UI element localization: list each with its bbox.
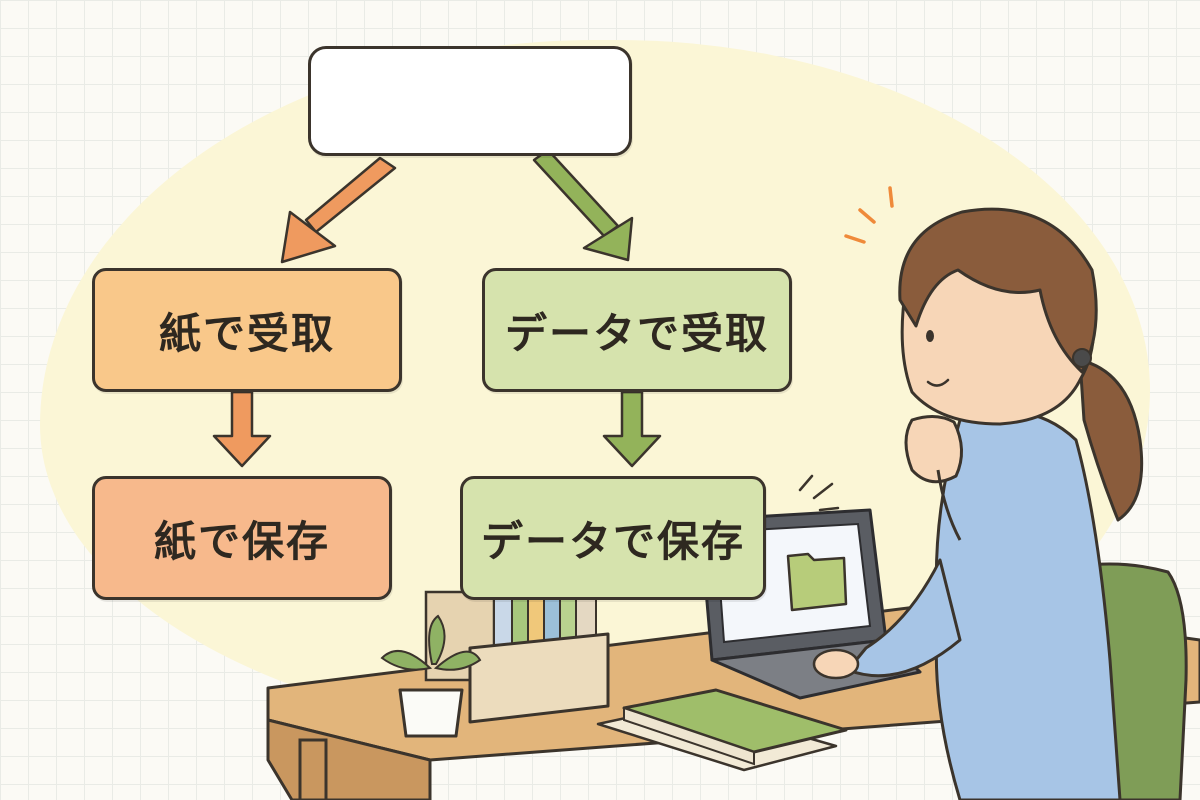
paper-receive-label: 紙で受取: [158, 308, 335, 358]
data-receive-node: データで受取: [482, 268, 792, 392]
paper-receive-node: 紙で受取: [92, 268, 402, 392]
folder-icon: [786, 552, 848, 612]
data-store-label: データで保存: [480, 516, 745, 566]
arrow-to-data-receive: [532, 148, 634, 262]
paper-store-label: 紙で保存: [153, 516, 330, 566]
top-node-box: [308, 46, 632, 156]
books-icon: [596, 688, 848, 772]
potted-plant-icon: [380, 614, 482, 738]
data-store-node: データで保存: [460, 476, 766, 600]
arrow-to-data-store: [602, 390, 662, 468]
woman-thinking-icon: [812, 186, 1144, 800]
arrow-to-paper-store: [212, 390, 272, 468]
arrow-to-paper-receive: [280, 156, 397, 264]
data-receive-label: データで受取: [504, 308, 769, 358]
paper-store-node: 紙で保存: [92, 476, 392, 600]
